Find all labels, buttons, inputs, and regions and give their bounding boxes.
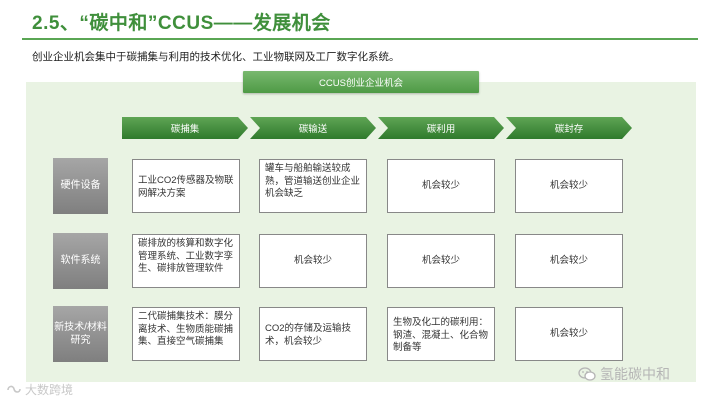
row-label-hardware: 硬件设备 [53,158,108,214]
cell-software-capture: 碳排放的核算和数字化管理系统、工业数字孪生、碳排放管理软件 [132,234,240,288]
cell-software-utilization: 机会较少 [387,234,495,288]
cell-newtech-capture: 二代碳捕集技术：膜分离技术、生物质能碳捕集、直接空气碳捕集 [132,307,240,361]
step-utilization: 碳利用 [378,117,504,139]
step-storage: 碳封存 [506,117,632,139]
title-divider [22,38,698,40]
watermark-right: 氢能碳中和 [578,364,670,384]
cell-software-storage: 机会较少 [515,234,623,288]
cell-hardware-transport: 罐车与船舶输送较成熟，管道输送创业企业机会缺乏 [259,159,367,213]
slide-title: 2.5、“碳中和”CCUS——发展机会 [32,13,331,34]
watermark-left-text: 大数跨境 [25,383,74,397]
cell-software-transport: 机会较少 [259,234,367,288]
cell-newtech-transport: CO2的存储及运输技术，机会较少 [259,307,367,361]
wechat-icon [578,367,596,381]
cell-newtech-utilization: 生物及化工的碳利用：钢渣、混凝土、化合物制备等 [387,307,495,361]
cell-newtech-storage: 机会较少 [515,307,623,361]
cell-hardware-utilization: 机会较少 [387,159,495,213]
watermark-left: 大数跨境 [6,381,73,398]
step-capture: 碳捕集 [122,117,248,139]
step-transport: 碳输送 [250,117,376,139]
cell-hardware-storage: 机会较少 [515,159,623,213]
watermark-right-text: 氢能碳中和 [600,366,670,382]
ccus-banner: CCUS创业企业机会 [243,71,479,93]
cell-hardware-capture: 工业CO2传感器及物联网解决方案 [132,159,240,213]
row-label-new-tech: 新技术/材料研究 [53,306,108,362]
row-label-software: 软件系统 [53,233,108,289]
watermark-logo-icon [7,385,21,393]
slide-subtitle: 创业企业机会集中于碳捕集与利用的技术优化、工业物联网及工厂数字化系统。 [32,51,400,63]
